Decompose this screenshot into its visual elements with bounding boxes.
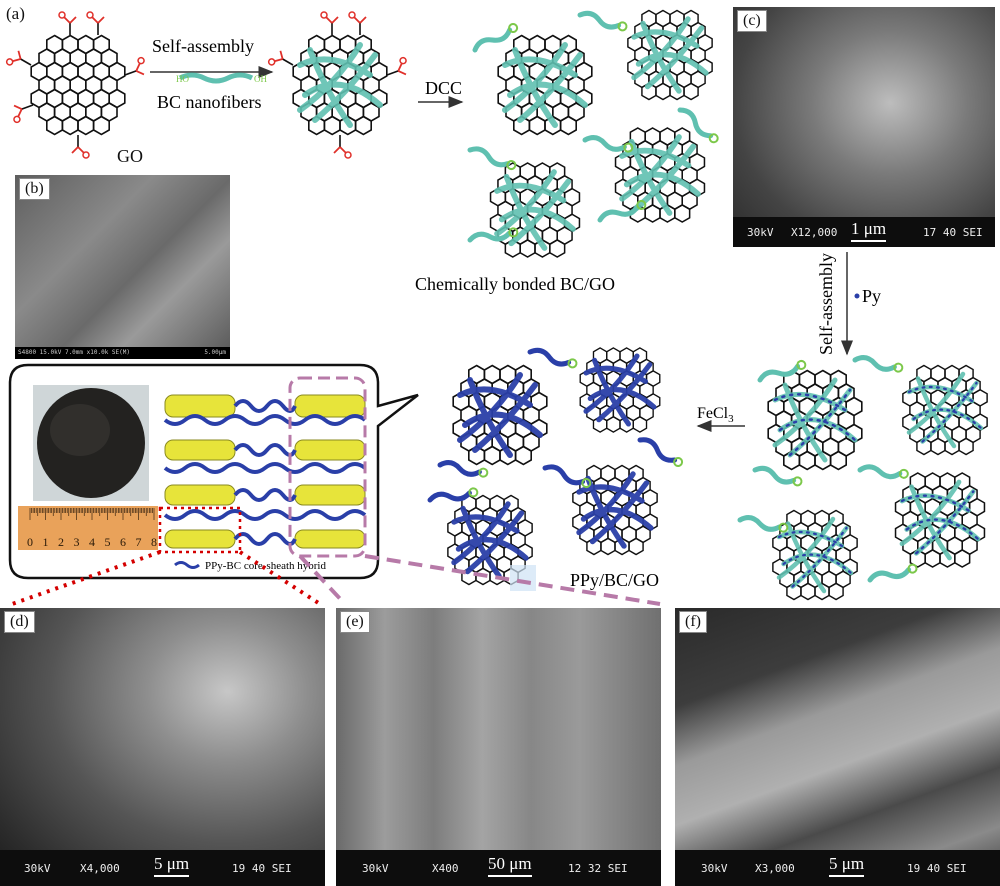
panel-label-a: (a) bbox=[6, 4, 25, 23]
sem-c-info: 17 40 SEI bbox=[923, 226, 983, 239]
self-assembly-label-1: Self-assembly bbox=[152, 36, 254, 56]
svg-text:OH: OH bbox=[254, 74, 267, 84]
sem-e-info: 12 32 SEI bbox=[568, 862, 628, 875]
svg-text:HO: HO bbox=[176, 74, 189, 84]
ruler-tick-label: 8 bbox=[151, 535, 157, 549]
sem-e-voltage: 30kV bbox=[362, 862, 389, 875]
sem-b-meta: S4800 15.0kV 7.0mm x10.0k SE(M) bbox=[18, 349, 130, 356]
go-label: GO bbox=[117, 146, 143, 166]
sem-f-scalebar: 5 μm bbox=[829, 854, 865, 877]
sem-image-b: (b) S4800 15.0kV 7.0mm x10.0k SE(M) 5.00… bbox=[15, 175, 230, 359]
sem-d-scalebar: 5 μm bbox=[154, 854, 190, 877]
panel-label-e: (e) bbox=[340, 611, 370, 633]
sem-b-scale: 5.00μm bbox=[204, 349, 226, 356]
legend-ppy-line bbox=[174, 561, 200, 569]
dotted-highlight-box bbox=[158, 506, 242, 554]
bc-nanofibers-label: BC nanofibers bbox=[157, 92, 261, 112]
ruler-tick-label: 1 bbox=[43, 535, 49, 549]
sem-d-mag: X4,000 bbox=[80, 862, 120, 875]
py-dot bbox=[854, 293, 860, 299]
panel-label-b: (b) bbox=[19, 178, 50, 200]
bc-nanofiber-glyph: HO OH bbox=[176, 72, 267, 84]
connector-dashed-left bbox=[298, 554, 347, 606]
panel-label-f: (f) bbox=[679, 611, 707, 633]
dcc-label: DCC bbox=[425, 78, 462, 98]
sem-e-mag: X400 bbox=[432, 862, 459, 875]
ruler-tick-label: 7 bbox=[136, 535, 142, 549]
connector-dashed-right bbox=[364, 554, 661, 606]
ruler-tick-label: 6 bbox=[120, 535, 126, 549]
sem-image-f: (f) 30kV X3,000 5 μm 19 40 SEI bbox=[675, 608, 1000, 886]
ruler-tick-label: 5 bbox=[105, 535, 111, 549]
panel-label-d: (d) bbox=[4, 611, 35, 633]
self-assembly-label-2: Self-assembly bbox=[816, 253, 836, 355]
sem-f-voltage: 30kV bbox=[701, 862, 728, 875]
legend-ppy-label: PPy-BC core-sheath hybrid bbox=[205, 560, 326, 572]
py-label: Py bbox=[862, 286, 881, 306]
highlight-square bbox=[510, 565, 536, 591]
sem-f-info: 19 40 SEI bbox=[907, 862, 967, 875]
sem-c-mag: X12,000 bbox=[791, 226, 838, 239]
chem-bonded-label: Chemically bonded BC/GO bbox=[415, 274, 615, 294]
sem-image-c: (c) 30kV X12,000 1 μm 17 40 SEI bbox=[733, 7, 995, 247]
sem-d-info: 19 40 SEI bbox=[232, 862, 292, 875]
scheme-diagram: GO Self-assembly HO OH BC nanofibers DCC… bbox=[4, 0, 1000, 606]
panel-label-c: (c) bbox=[737, 10, 767, 32]
bc-go-py-cluster bbox=[739, 356, 987, 599]
ruler bbox=[18, 506, 158, 550]
dashed-highlight-box bbox=[288, 376, 367, 558]
sem-image-d: (d) 30kV X4,000 5 μm 19 40 SEI bbox=[0, 608, 325, 886]
sem-f-mag: X3,000 bbox=[755, 862, 795, 875]
fecl3-label: FeCl3 bbox=[697, 405, 734, 425]
sem-image-e: (e) 30kV X400 50 μm 12 32 SEI bbox=[336, 608, 661, 886]
ruler-tick-label: 2 bbox=[58, 535, 64, 549]
ppy-bc-go-cluster bbox=[429, 348, 683, 585]
sem-e-scalebar: 50 μm bbox=[488, 854, 532, 877]
ruler-tick-label: 4 bbox=[89, 535, 95, 549]
sem-c-voltage: 30kV bbox=[747, 226, 774, 239]
ppy-bc-go-label: PPy/BC/GO bbox=[570, 570, 659, 590]
ruler-tick-label: 0 bbox=[27, 535, 33, 549]
layered-hybrid bbox=[163, 394, 367, 549]
chem-bonded-cluster bbox=[469, 10, 720, 257]
ruler-tick-label: 3 bbox=[74, 535, 80, 549]
go-sheet bbox=[4, 11, 150, 159]
sem-c-scalebar: 1 μm bbox=[851, 219, 887, 242]
sem-d-voltage: 30kV bbox=[24, 862, 51, 875]
bc-go-assembly bbox=[266, 11, 412, 159]
connector-dotted-right bbox=[238, 550, 322, 606]
